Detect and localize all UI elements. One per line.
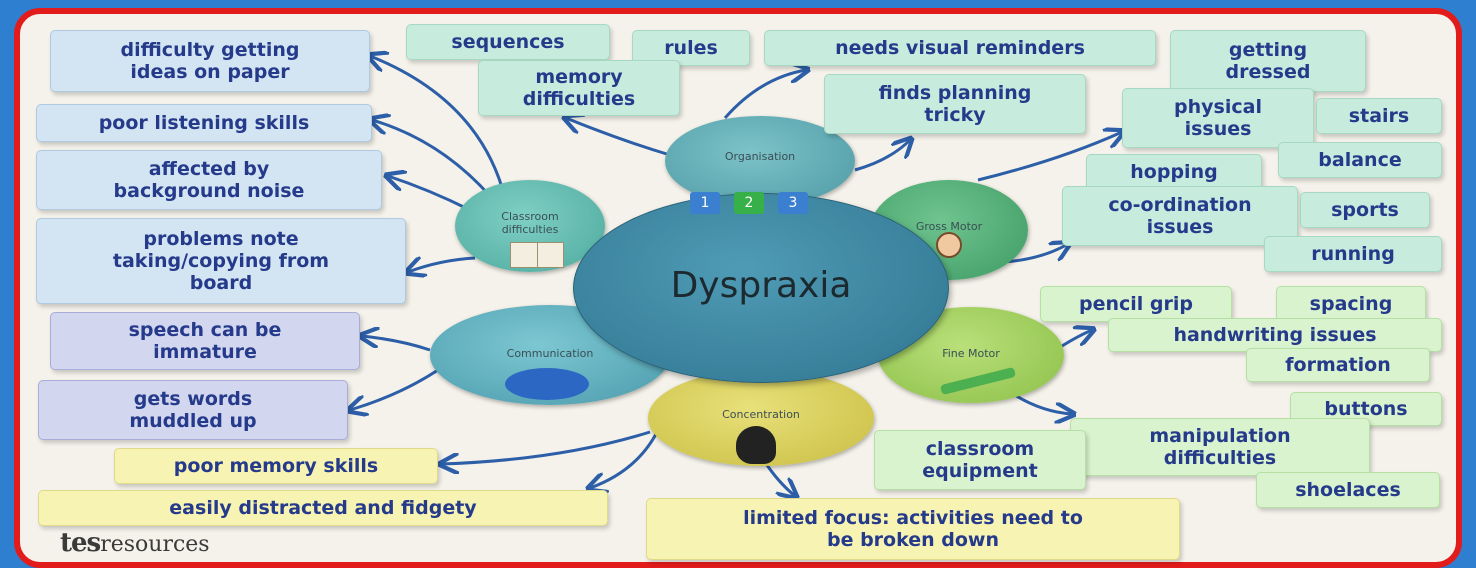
tes-resources-logo: tesresources — [60, 528, 210, 558]
logo-suffix: resources — [100, 532, 210, 557]
box-handwriting: handwriting issues — [1108, 318, 1442, 352]
box-line: handwriting issues — [1173, 324, 1377, 346]
puzzle-label-3: 3 — [788, 195, 798, 211]
box-formation: formation — [1246, 348, 1430, 382]
box-line: board — [189, 272, 253, 294]
box-line: finds planning — [878, 82, 1032, 104]
box-line: equipment — [922, 460, 1038, 482]
box-pencil-grip: pencil grip — [1040, 286, 1232, 322]
box-sports: sports — [1300, 192, 1430, 228]
box-line: affected by — [148, 158, 270, 180]
box-spacing: spacing — [1276, 286, 1426, 322]
puzzle-label-2: 2 — [744, 195, 754, 211]
box-line: manipulation — [1149, 425, 1291, 447]
box-line: immature — [153, 341, 257, 363]
box-line: hopping — [1130, 161, 1218, 183]
box-line: tricky — [924, 104, 986, 126]
box-line: taking/copying from — [112, 250, 330, 272]
book-icon — [510, 242, 564, 268]
box-line: easily distracted and fidgety — [169, 497, 477, 519]
box-line: ideas on paper — [130, 61, 290, 83]
box-line: spacing — [1309, 293, 1393, 315]
node-fine-motor-label: Fine Motor — [942, 347, 1000, 360]
box-line: dressed — [1225, 61, 1311, 83]
box-poor-listening: poor listening skills — [36, 104, 372, 142]
box-line: shoelaces — [1295, 479, 1401, 501]
box-line: running — [1311, 243, 1395, 265]
box-line: formation — [1285, 354, 1391, 376]
box-line: balance — [1318, 149, 1402, 171]
brain-head-icon — [736, 426, 776, 464]
box-line: stairs — [1348, 105, 1410, 127]
box-line: sports — [1331, 199, 1399, 221]
box-line: poor listening skills — [98, 112, 310, 134]
center-node: Dyspraxia — [573, 193, 949, 383]
box-line: problems note — [143, 228, 299, 250]
box-stairs: stairs — [1316, 98, 1442, 134]
node-organisation-label: Organisation — [724, 150, 796, 163]
puzzle-piece-3: 3 — [778, 192, 808, 214]
box-line: buttons — [1324, 398, 1408, 420]
box-shoelaces: shoelaces — [1256, 472, 1440, 508]
box-line: difficulties — [1163, 447, 1277, 469]
box-poor-memory: poor memory skills — [114, 448, 438, 484]
box-needs-visual: needs visual reminders — [764, 30, 1156, 66]
box-line: speech can be — [128, 319, 282, 341]
puzzle-label-1: 1 — [700, 195, 710, 211]
box-running: running — [1264, 236, 1442, 272]
logo-brand: tes — [60, 528, 101, 558]
box-line: rules — [664, 37, 718, 59]
speech-bubble-icon — [505, 368, 589, 400]
box-line: physical — [1174, 96, 1262, 118]
box-rules: rules — [632, 30, 750, 66]
box-line: limited focus: activities need to — [743, 507, 1083, 529]
puzzle-piece-1: 1 — [690, 192, 720, 214]
puzzle-piece-2: 2 — [734, 192, 764, 214]
box-line: gets words — [133, 388, 253, 410]
box-line: memory — [535, 66, 623, 88]
box-line: getting — [1228, 39, 1308, 61]
box-line: difficulties — [522, 88, 636, 110]
child-running-icon — [936, 232, 962, 258]
box-hopping: hopping — [1086, 154, 1262, 190]
box-line: difficulty getting — [120, 39, 300, 61]
box-line: co-ordination — [1108, 194, 1252, 216]
box-line: poor memory skills — [173, 455, 379, 477]
node-communication-label: Communication — [506, 347, 594, 360]
box-line: pencil grip — [1079, 293, 1193, 315]
node-classroom-label: Classroom difficulties — [501, 210, 559, 236]
box-line: issues — [1146, 216, 1214, 238]
node-concentration-label: Concentration — [722, 408, 800, 421]
box-line: background noise — [113, 180, 305, 202]
box-balance: balance — [1278, 142, 1442, 178]
center-title: Dyspraxia — [670, 264, 852, 306]
box-easily-distracted: easily distracted and fidgety — [38, 490, 608, 526]
box-line: sequences — [451, 31, 565, 53]
box-sequences: sequences — [406, 24, 610, 60]
node-organisation: Organisation — [665, 116, 855, 206]
box-line: needs visual reminders — [835, 37, 1085, 59]
box-line: issues — [1184, 118, 1252, 140]
box-line: muddled up — [129, 410, 257, 432]
box-line: be broken down — [826, 529, 999, 551]
box-line: classroom — [925, 438, 1035, 460]
node-gross-motor-label: Gross Motor — [915, 220, 983, 233]
